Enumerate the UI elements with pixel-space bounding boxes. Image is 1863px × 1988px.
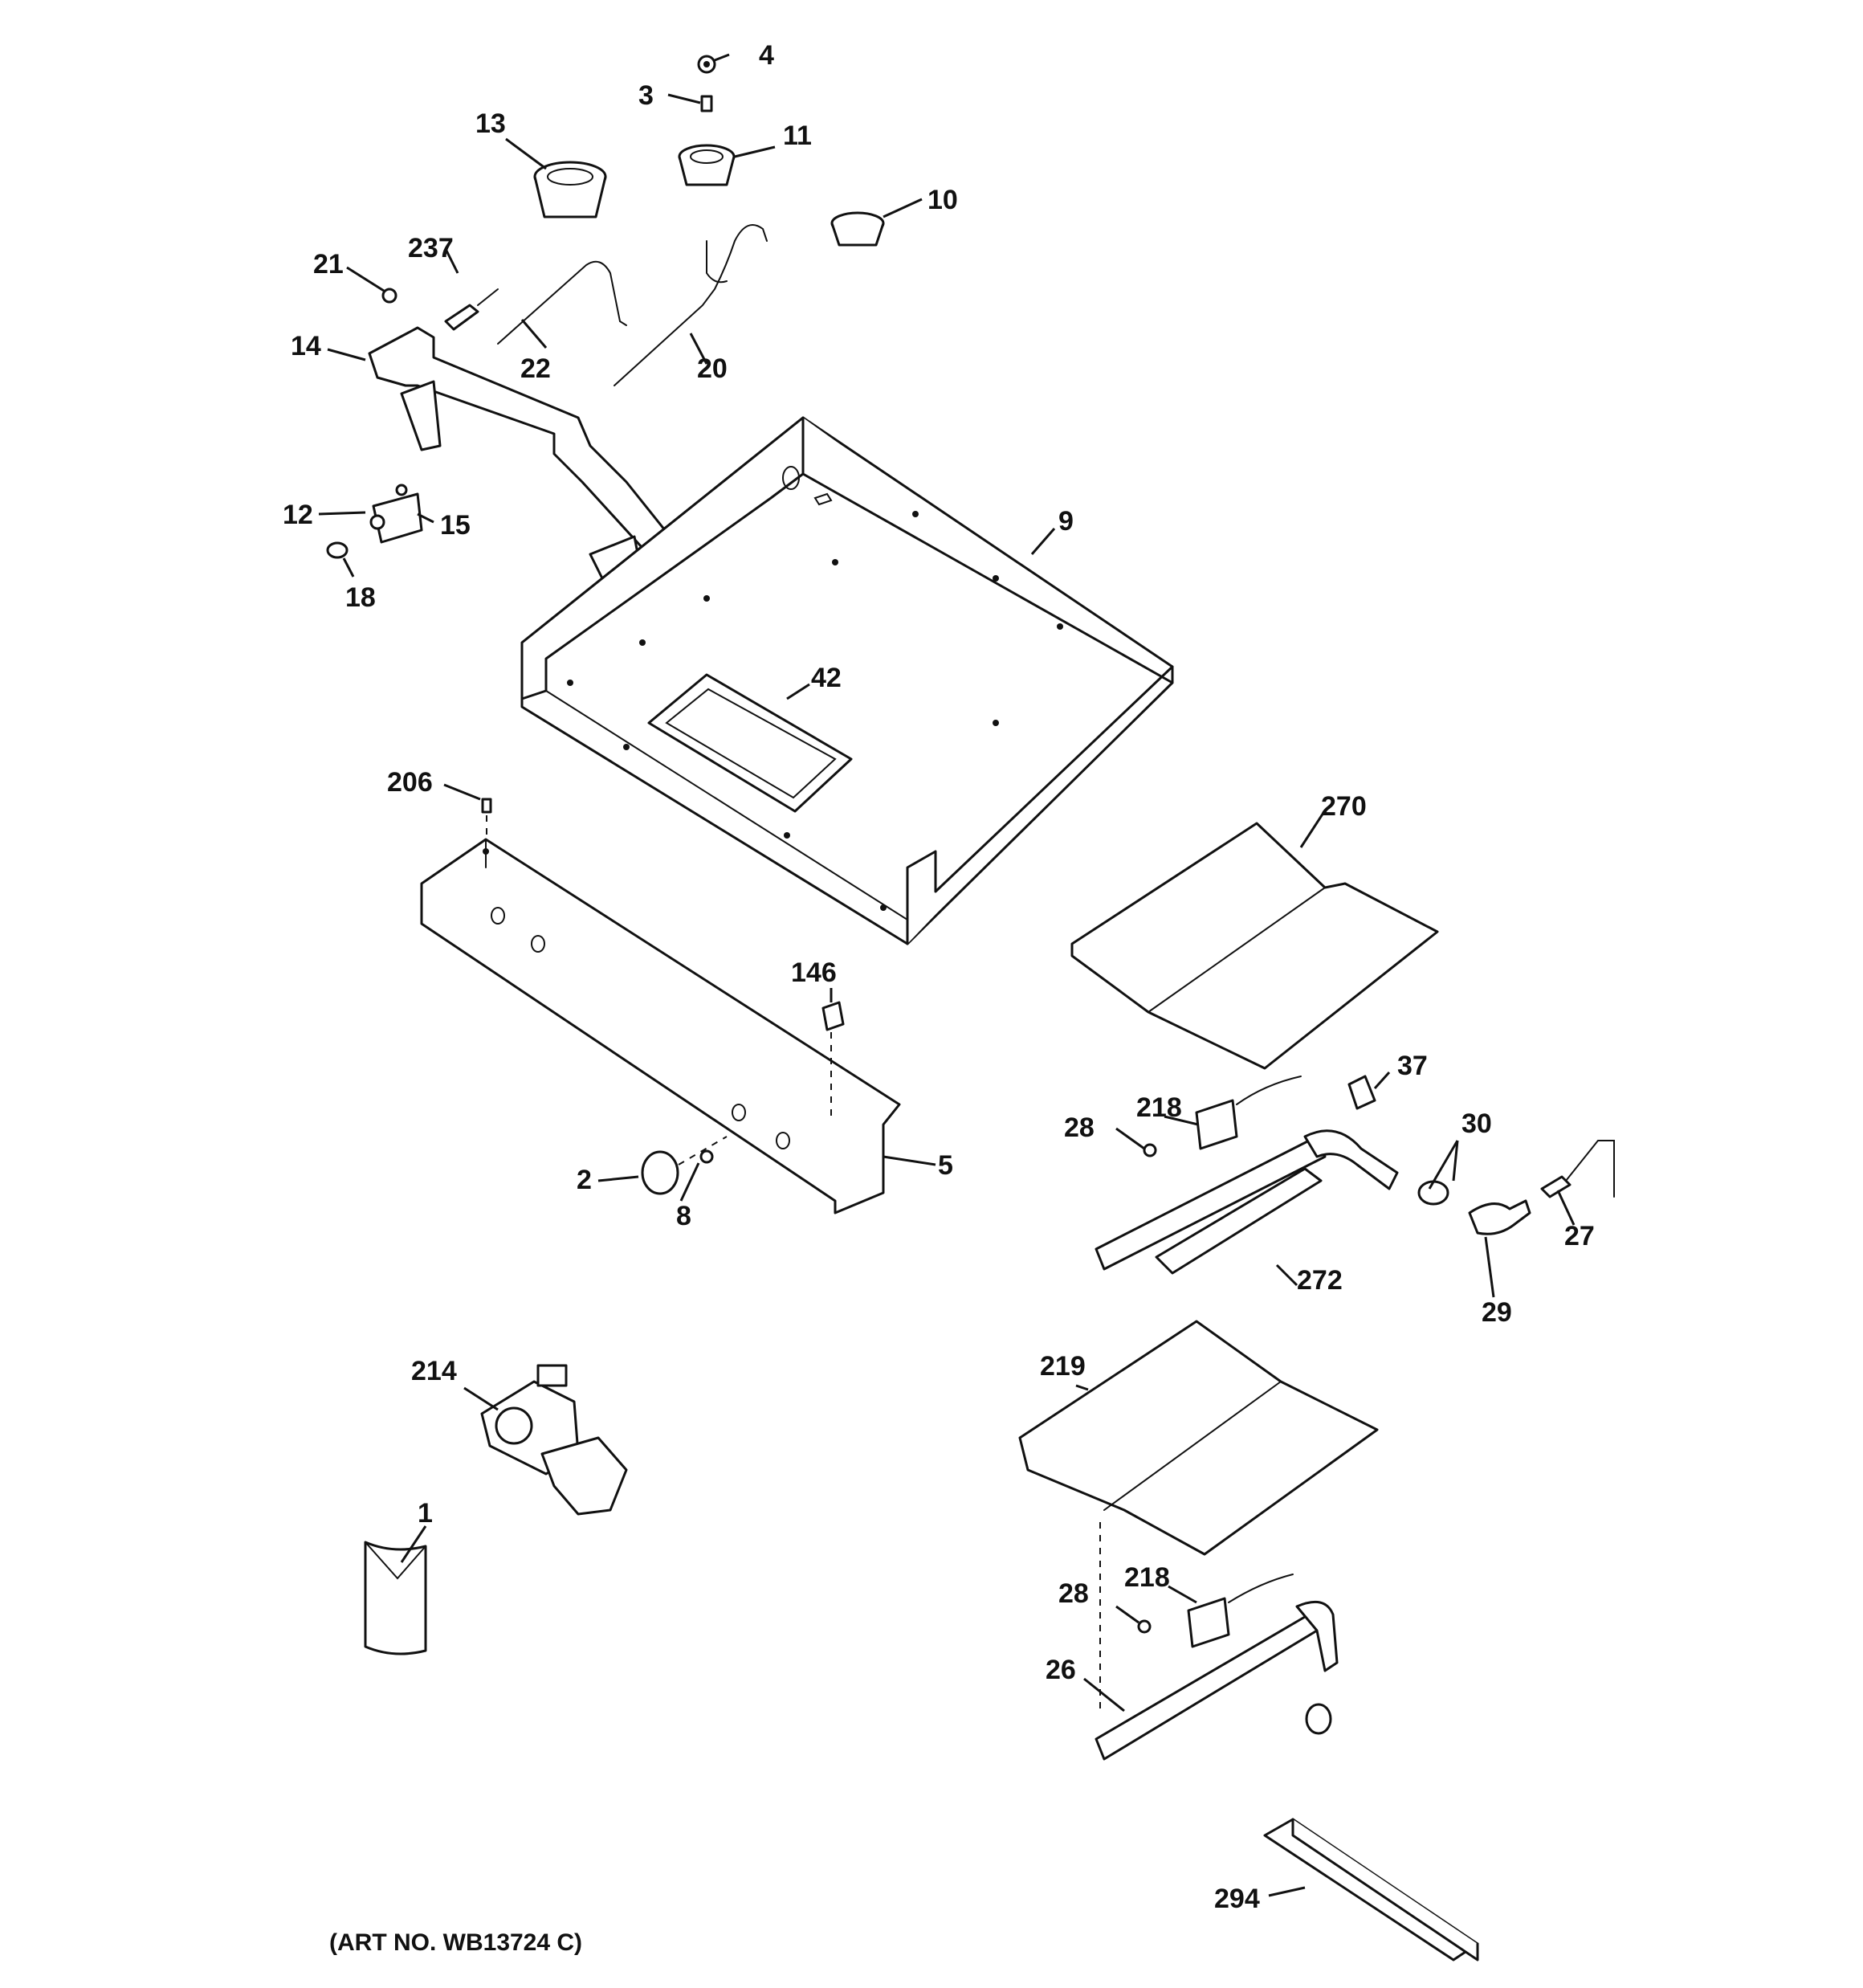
callout-237: 237 xyxy=(408,233,454,263)
callout-30: 30 xyxy=(1461,1108,1492,1139)
burner-box-9 xyxy=(520,416,1174,945)
callout-22: 22 xyxy=(520,353,551,384)
callout-9: 9 xyxy=(1058,506,1074,537)
callout-18: 18 xyxy=(345,582,376,613)
fitting-27 xyxy=(1540,1140,1615,1198)
callout-37: 37 xyxy=(1397,1051,1428,1081)
callout-3: 3 xyxy=(638,80,654,111)
callout-27: 27 xyxy=(1564,1221,1595,1251)
tube-22 xyxy=(497,260,627,345)
callout-214: 214 xyxy=(411,1356,457,1386)
nut-18 xyxy=(326,541,349,559)
valve-15 xyxy=(369,484,423,544)
screw-28-upper xyxy=(1143,1143,1157,1157)
art-number-label: (ART NO. WB13724 C) xyxy=(329,1929,583,1956)
cover-plate-42 xyxy=(647,673,853,813)
burner-screw-3 xyxy=(700,95,713,112)
screw-206 xyxy=(481,798,492,839)
leader-lines xyxy=(318,53,1576,1897)
callout-4: 4 xyxy=(759,40,774,71)
control-panel-5 xyxy=(420,838,901,1214)
burner-head-13 xyxy=(533,161,607,218)
callout-11: 11 xyxy=(783,120,812,151)
screw-8 xyxy=(699,1149,714,1164)
burner-head-10 xyxy=(830,211,885,247)
callout-28-upper: 28 xyxy=(1064,1112,1095,1143)
oven-burner-26 xyxy=(1095,1600,1339,1761)
callout-294: 294 xyxy=(1214,1884,1260,1914)
gas-valve-214 xyxy=(480,1364,628,1516)
callout-29: 29 xyxy=(1482,1297,1512,1328)
callout-12: 12 xyxy=(283,500,313,530)
screw-21 xyxy=(381,288,397,304)
callout-28-lower: 28 xyxy=(1058,1578,1089,1609)
callout-14: 14 xyxy=(291,331,321,361)
callout-272: 272 xyxy=(1297,1265,1343,1296)
igniter-218-lower xyxy=(1187,1574,1294,1648)
callout-15: 15 xyxy=(440,510,471,541)
callout-21: 21 xyxy=(313,249,344,280)
callout-219: 219 xyxy=(1040,1351,1086,1382)
shield-270 xyxy=(1070,822,1439,1070)
bracket-37 xyxy=(1347,1075,1376,1110)
elbow-29 xyxy=(1468,1199,1531,1235)
callout-146: 146 xyxy=(791,957,837,988)
clip-146 xyxy=(821,1001,845,1121)
callout-20: 20 xyxy=(697,353,728,384)
callout-2: 2 xyxy=(577,1165,592,1195)
burner-head-4-nut xyxy=(697,55,716,74)
callout-26: 26 xyxy=(1046,1655,1076,1685)
broiler-burner-272 xyxy=(1095,1129,1399,1275)
callout-13: 13 xyxy=(475,108,506,139)
orifice-30 xyxy=(1417,1180,1449,1206)
tube-20 xyxy=(614,224,768,386)
callout-206: 206 xyxy=(387,767,433,798)
callout-218-lower: 218 xyxy=(1124,1562,1170,1593)
fitting-237 xyxy=(444,288,499,331)
callout-labels: 4 3 11 13 10 237 21 14 22 20 9 42 12 15 … xyxy=(283,40,1595,1914)
callout-42: 42 xyxy=(811,663,842,693)
callout-8: 8 xyxy=(676,1201,691,1231)
screw-28-lower xyxy=(1137,1619,1152,1634)
callout-270: 270 xyxy=(1321,791,1367,822)
callout-218-upper: 218 xyxy=(1136,1092,1182,1123)
callout-10: 10 xyxy=(927,185,958,215)
bracket-294 xyxy=(1263,1818,1479,1961)
burner-head-11 xyxy=(678,144,736,186)
literature-1 xyxy=(364,1541,427,1655)
knob-2 xyxy=(641,1136,728,1195)
igniter-218-upper xyxy=(1195,1076,1302,1150)
callout-1: 1 xyxy=(418,1498,433,1529)
callout-5: 5 xyxy=(938,1150,953,1181)
shield-219 xyxy=(1018,1320,1379,1715)
